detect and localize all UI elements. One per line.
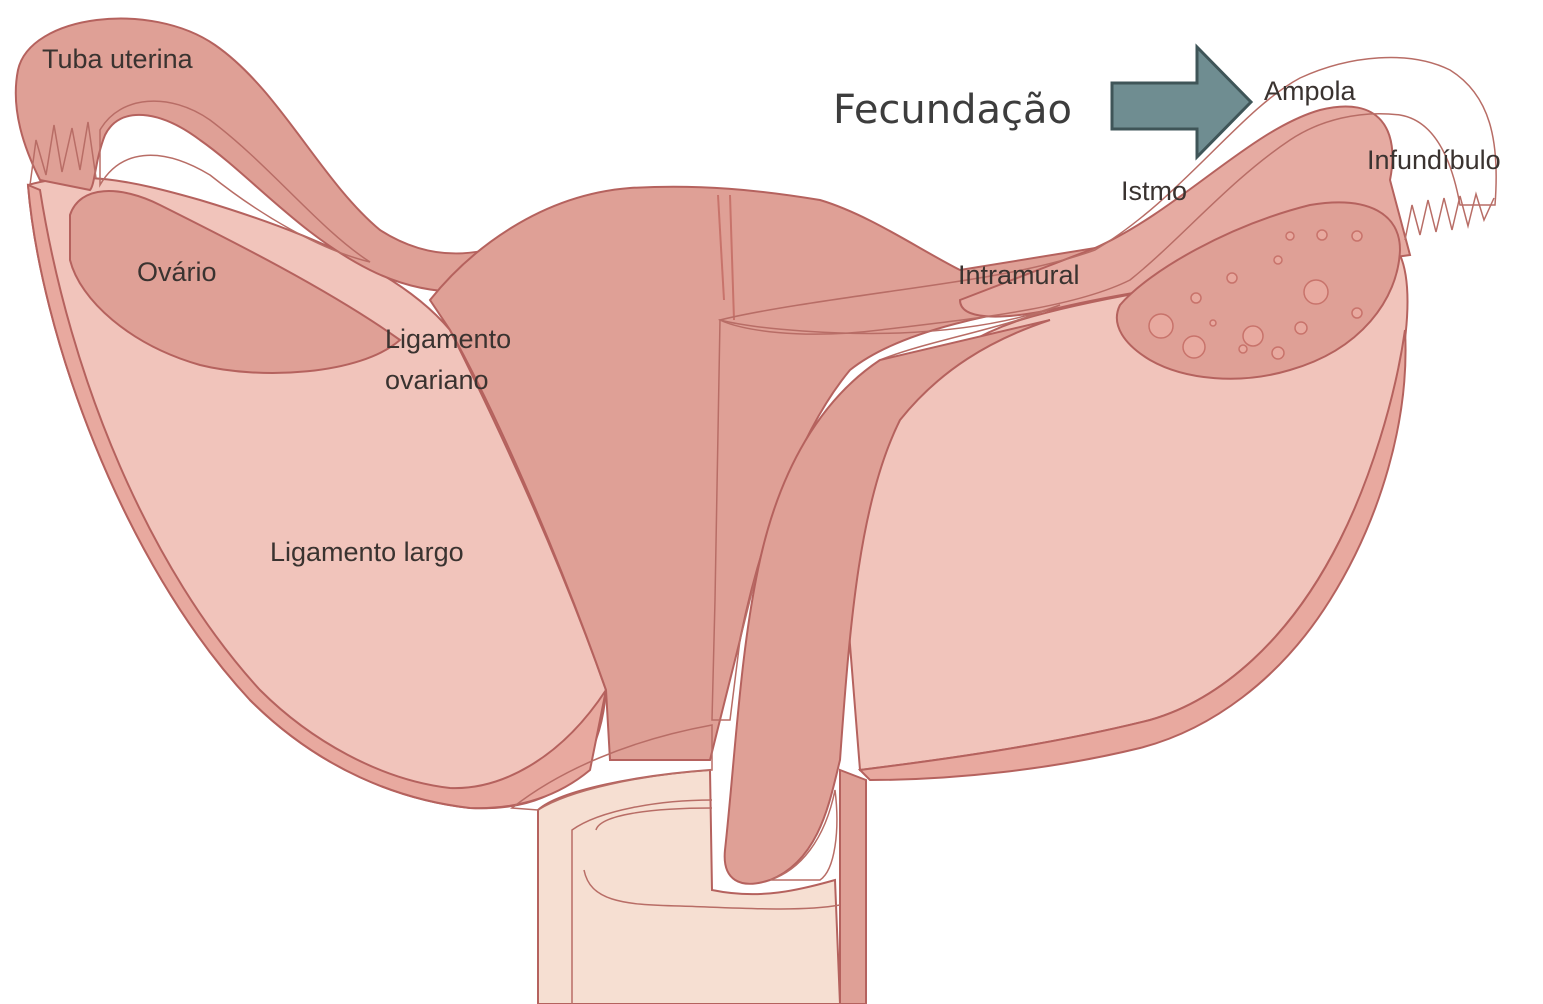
label-tuba-uterina: Tuba uterina	[42, 44, 194, 74]
label-fecundacao: Fecundação	[833, 87, 1072, 133]
label-istmo: Istmo	[1121, 176, 1187, 206]
label-ovario: Ovário	[137, 257, 217, 287]
label-infundibulo: Infundíbulo	[1367, 145, 1501, 175]
label-ampola: Ampola	[1264, 76, 1357, 106]
right-fimbriae	[1405, 194, 1494, 240]
label-ligamento-largo: Ligamento largo	[270, 537, 464, 567]
vaginal-wall-right	[840, 770, 866, 1004]
label-ligamento-ovariano-2: ovariano	[385, 365, 489, 395]
fecundacao-arrow-icon	[1112, 47, 1251, 157]
label-ligamento-ovariano-1: Ligamento	[385, 324, 511, 354]
label-intramural: Intramural	[958, 260, 1080, 290]
